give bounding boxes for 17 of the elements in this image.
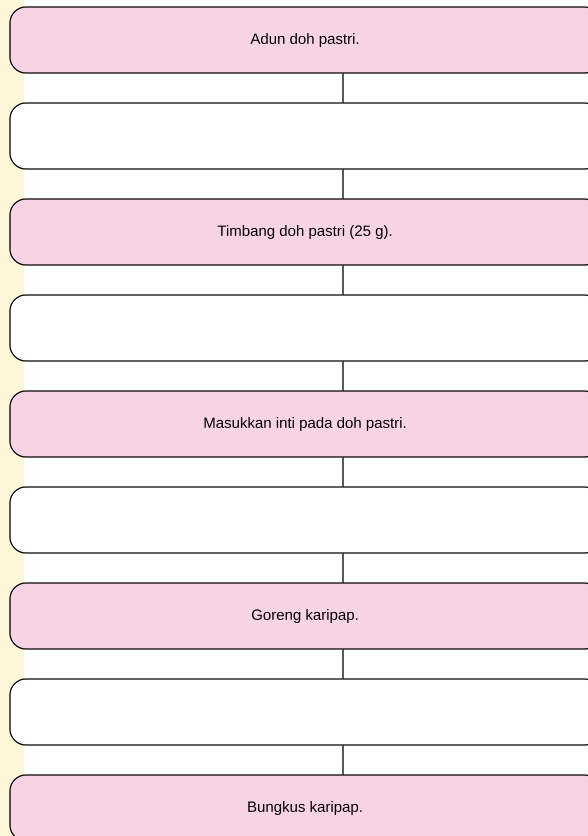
connector-line [342,746,344,774]
connector-line [342,458,344,486]
connector-line [342,362,344,390]
step-box: Timbang doh pastri (25 g). [9,198,588,266]
connector-line [342,650,344,678]
blank-step-box [9,294,588,362]
connector-line [342,170,344,198]
connector-line [342,554,344,582]
blank-step-box [9,678,588,746]
step-box: Masukkan inti pada doh pastri. [9,390,588,458]
step-box: Adun doh pastri. [9,6,588,74]
step-box: Goreng karipap. [9,582,588,650]
connector-line [342,74,344,102]
blank-step-box [9,486,588,554]
step-box: Bungkus karipap. [9,774,588,836]
connector-line [342,266,344,294]
blank-step-box [9,102,588,170]
